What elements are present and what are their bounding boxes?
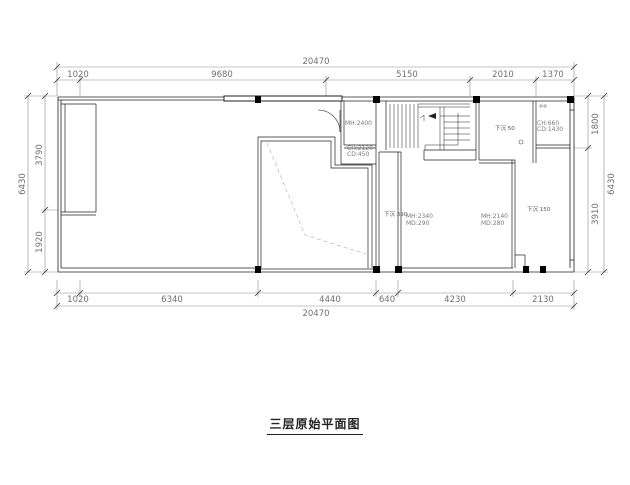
bottom-dim-label: 1020 xyxy=(67,295,89,305)
tick-mark xyxy=(76,76,84,84)
bottom-dim-label: 4230 xyxy=(444,295,466,305)
tick-mark xyxy=(600,268,608,276)
tick-mark xyxy=(570,289,578,297)
balcony-outline xyxy=(61,103,97,216)
exterior-walls xyxy=(57,95,575,273)
tick-mark xyxy=(509,289,517,297)
floor-drain-icon xyxy=(539,104,543,108)
tick-mark xyxy=(372,289,380,297)
tick-mark xyxy=(53,289,61,297)
top-dim-label: 9680 xyxy=(211,70,233,80)
bottom-overall-dim-label: 20470 xyxy=(302,309,329,319)
room-label: 下沉 150 xyxy=(527,205,551,213)
bottom-dim-label: 6340 xyxy=(161,295,183,305)
opening-height-note: CH:660 xyxy=(537,120,559,127)
room-label: 下沉 50 xyxy=(495,124,515,132)
bottom-dimension-group xyxy=(53,280,578,310)
top-overall-dim-label: 20470 xyxy=(302,57,329,67)
room-label: 下沉 390 xyxy=(384,210,408,218)
tick-mark xyxy=(466,76,474,84)
left-dim-label: 3790 xyxy=(35,144,45,166)
tick-mark xyxy=(584,144,592,152)
tick-mark xyxy=(394,289,402,297)
tick-mark xyxy=(532,76,540,84)
right-overall-dim-label: 6430 xyxy=(607,173,617,195)
void-diagonal-line xyxy=(266,142,367,255)
interior-walls xyxy=(340,100,570,269)
bottom-dim-label: 4440 xyxy=(319,295,341,305)
opening-depth-note: MD:290 xyxy=(406,220,429,227)
door-swing xyxy=(317,109,341,133)
tick-mark xyxy=(570,302,578,310)
left-dim-label: 1920 xyxy=(35,231,45,253)
opening-depth-note: MD:280 xyxy=(481,220,504,227)
tick-mark xyxy=(53,63,61,71)
drawing-title-text: 三层原始平面图 xyxy=(267,415,363,435)
opening-height-note: MH:2140 xyxy=(481,213,508,220)
top-dim-label: 5150 xyxy=(396,70,418,80)
tick-mark xyxy=(322,76,330,84)
tick-mark xyxy=(570,76,578,84)
drawing-title: 三层原始平面图 xyxy=(0,415,630,435)
bottom-dim-label: 640 xyxy=(379,295,395,305)
top-dimension-group xyxy=(53,62,578,96)
tick-mark xyxy=(584,268,592,276)
tick-mark xyxy=(570,63,578,71)
bottom-dim-label: 2130 xyxy=(532,295,554,305)
staircase xyxy=(389,103,470,150)
structural-columns xyxy=(255,96,574,273)
top-dim-label: 1020 xyxy=(67,70,89,80)
top-dim-label: 2010 xyxy=(492,70,514,80)
opening-height-note: MH:2400 xyxy=(345,120,372,127)
opening-depth-note: CD:1430 xyxy=(537,126,563,133)
tick-mark xyxy=(41,206,49,214)
stair-direction-arrow xyxy=(428,113,436,119)
floor-drain-icon xyxy=(518,139,524,145)
floor-drain-icon xyxy=(543,104,547,108)
tick-mark xyxy=(41,268,49,276)
tick-mark xyxy=(76,289,84,297)
top-dim-label: 1370 xyxy=(542,70,564,80)
tick-mark xyxy=(24,268,32,276)
tick-mark xyxy=(41,92,49,100)
tick-mark xyxy=(24,92,32,100)
opening-depth-note: CD:450 xyxy=(347,151,369,158)
right-dim-label: 1800 xyxy=(591,113,601,135)
void-outline xyxy=(257,136,373,268)
tick-mark xyxy=(600,92,608,100)
tick-mark xyxy=(254,289,262,297)
opening-height-note: CH:2120 xyxy=(347,145,373,152)
right-dimension-group xyxy=(574,92,608,276)
tick-mark xyxy=(584,92,592,100)
right-dim-label: 3910 xyxy=(591,203,601,225)
left-overall-dim-label: 6430 xyxy=(18,173,28,195)
tick-mark xyxy=(53,76,61,84)
tick-mark xyxy=(53,302,61,310)
left-dimension-group xyxy=(24,92,58,276)
opening-height-note: MH:2340 xyxy=(406,213,433,220)
